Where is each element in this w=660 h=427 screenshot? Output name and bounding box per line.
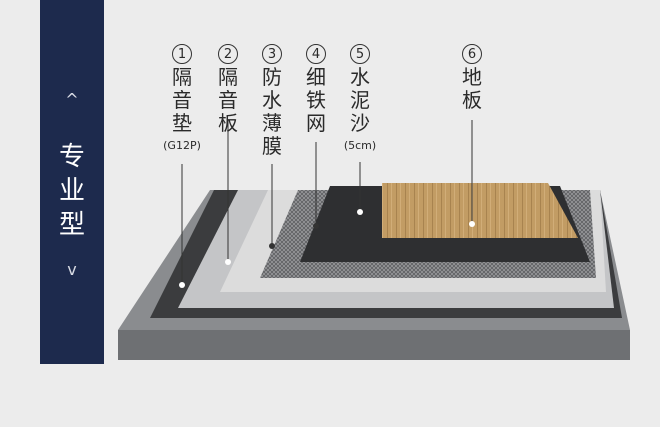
label-char: 铁 [306, 88, 326, 112]
label-char: 薄 [262, 111, 282, 135]
label-sound-pad: 1 隔 音 垫 (G12P) [162, 44, 202, 154]
label-floor: 6 地 板 [452, 44, 492, 112]
panel-title: 专 业 型 [40, 140, 104, 242]
label-char: 板 [218, 111, 238, 135]
leader-dot-4 [313, 223, 319, 229]
label-char: 沙 [350, 111, 370, 135]
chevron-up-icon[interactable]: ^ [65, 90, 79, 109]
label-note: (5cm) [343, 139, 377, 152]
label-note: (G12P) [163, 139, 201, 152]
label-char: 细 [306, 65, 326, 89]
leader-dot-3 [269, 243, 275, 249]
label-char: 音 [172, 88, 192, 112]
chevron-down-icon[interactable]: v [67, 260, 77, 279]
leader-dot-6 [469, 221, 475, 227]
label-char: 泥 [350, 88, 370, 112]
label-char: 地 [462, 65, 482, 89]
label-char: 板 [462, 88, 482, 112]
number-badge: 5 [350, 44, 370, 64]
label-char: 垫 [172, 111, 192, 135]
leader-dot-5 [357, 209, 363, 215]
label-char: 网 [306, 111, 326, 135]
label-char: 隔 [172, 65, 192, 89]
title-char: 专 [58, 142, 85, 172]
label-char: 水 [262, 88, 282, 112]
label-sound-board: 2 隔 音 板 [208, 44, 248, 135]
label-char: 水 [350, 65, 370, 89]
title-char: 型 [58, 210, 85, 240]
number-badge: 3 [262, 44, 282, 64]
concrete-slab-front [118, 330, 630, 360]
number-badge: 6 [462, 44, 482, 64]
layer-labels: 1 隔 音 垫 (G12P) 2 隔 音 板 3 防 水 薄 膜 4 细 铁 网… [0, 0, 660, 200]
title-char: 业 [58, 176, 85, 206]
label-membrane: 3 防 水 薄 膜 [252, 44, 292, 158]
label-screed: 5 水 泥 沙 (5cm) [338, 44, 382, 154]
number-badge: 1 [172, 44, 192, 64]
label-steel-mesh: 4 细 铁 网 [296, 44, 336, 135]
label-char: 膜 [262, 134, 282, 158]
leader-dot-1 [179, 282, 185, 288]
layer-floor [382, 183, 578, 238]
leader-dot-2 [225, 259, 231, 265]
label-char: 防 [262, 65, 282, 89]
label-char: 音 [218, 88, 238, 112]
number-badge: 2 [218, 44, 238, 64]
label-char: 隔 [218, 65, 238, 89]
number-badge: 4 [306, 44, 326, 64]
side-panel: ^ 专 业 型 v [40, 0, 104, 364]
